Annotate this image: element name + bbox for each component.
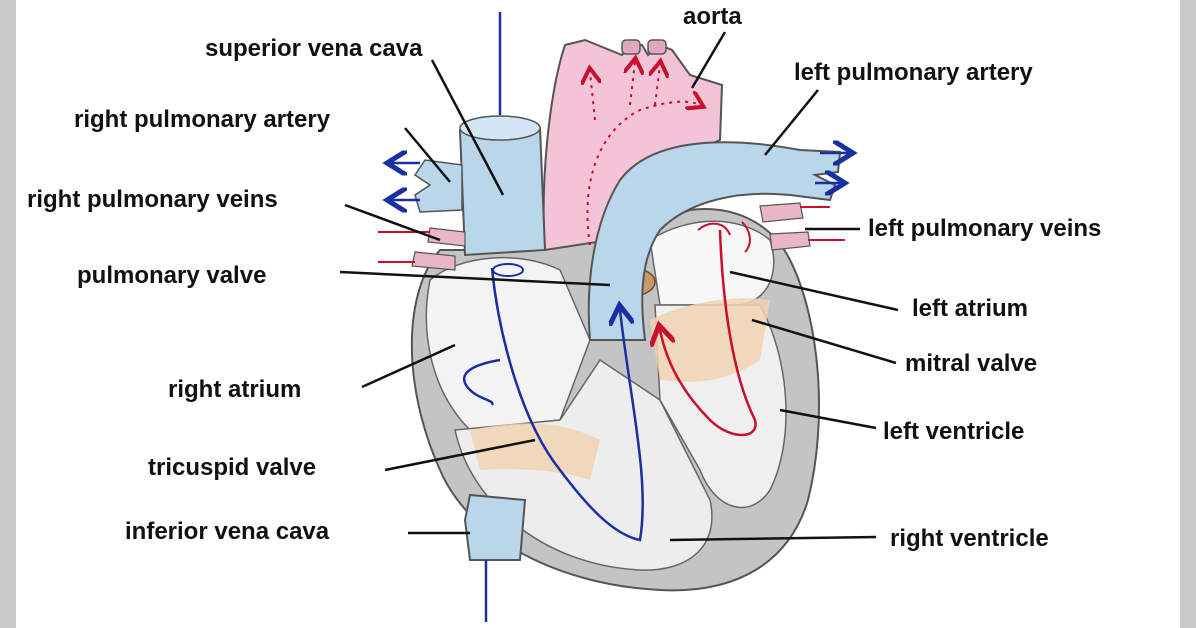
- label-right-atrium: right atrium: [168, 376, 302, 403]
- label-left-ventricle: left ventricle: [883, 418, 1025, 445]
- label-right-pulmonary-artery: right pulmonary artery: [74, 106, 331, 133]
- label-tricuspid-valve: tricuspid valve: [148, 454, 317, 481]
- label-aorta: aorta: [683, 3, 742, 30]
- label-left-atrium: left atrium: [912, 295, 1029, 322]
- left-atrium-chamber: [649, 220, 775, 306]
- label-left-pulmonary-veins: left pulmonary veins: [868, 215, 1102, 242]
- label-superior-vena-cava: superior vena cava: [205, 35, 423, 62]
- label-right-ventricle: right ventricle: [890, 525, 1049, 552]
- label-right-pulmonary-veins: right pulmonary veins: [27, 186, 278, 213]
- mitral-valve-shape: [650, 298, 770, 382]
- inferior-vena-cava-vessel: [463, 493, 527, 561]
- aorta-vessel: [542, 38, 724, 252]
- leader-lines: [339, 31, 899, 542]
- label-pulmonary-valve: pulmonary valve: [77, 262, 267, 289]
- tricuspid-valve-shape: [470, 423, 600, 480]
- label-inferior-vena-cava: inferior vena cava: [125, 518, 330, 545]
- label-left-pulmonary-artery: left pulmonary artery: [794, 59, 1033, 86]
- label-mitral-valve: mitral valve: [905, 350, 1038, 377]
